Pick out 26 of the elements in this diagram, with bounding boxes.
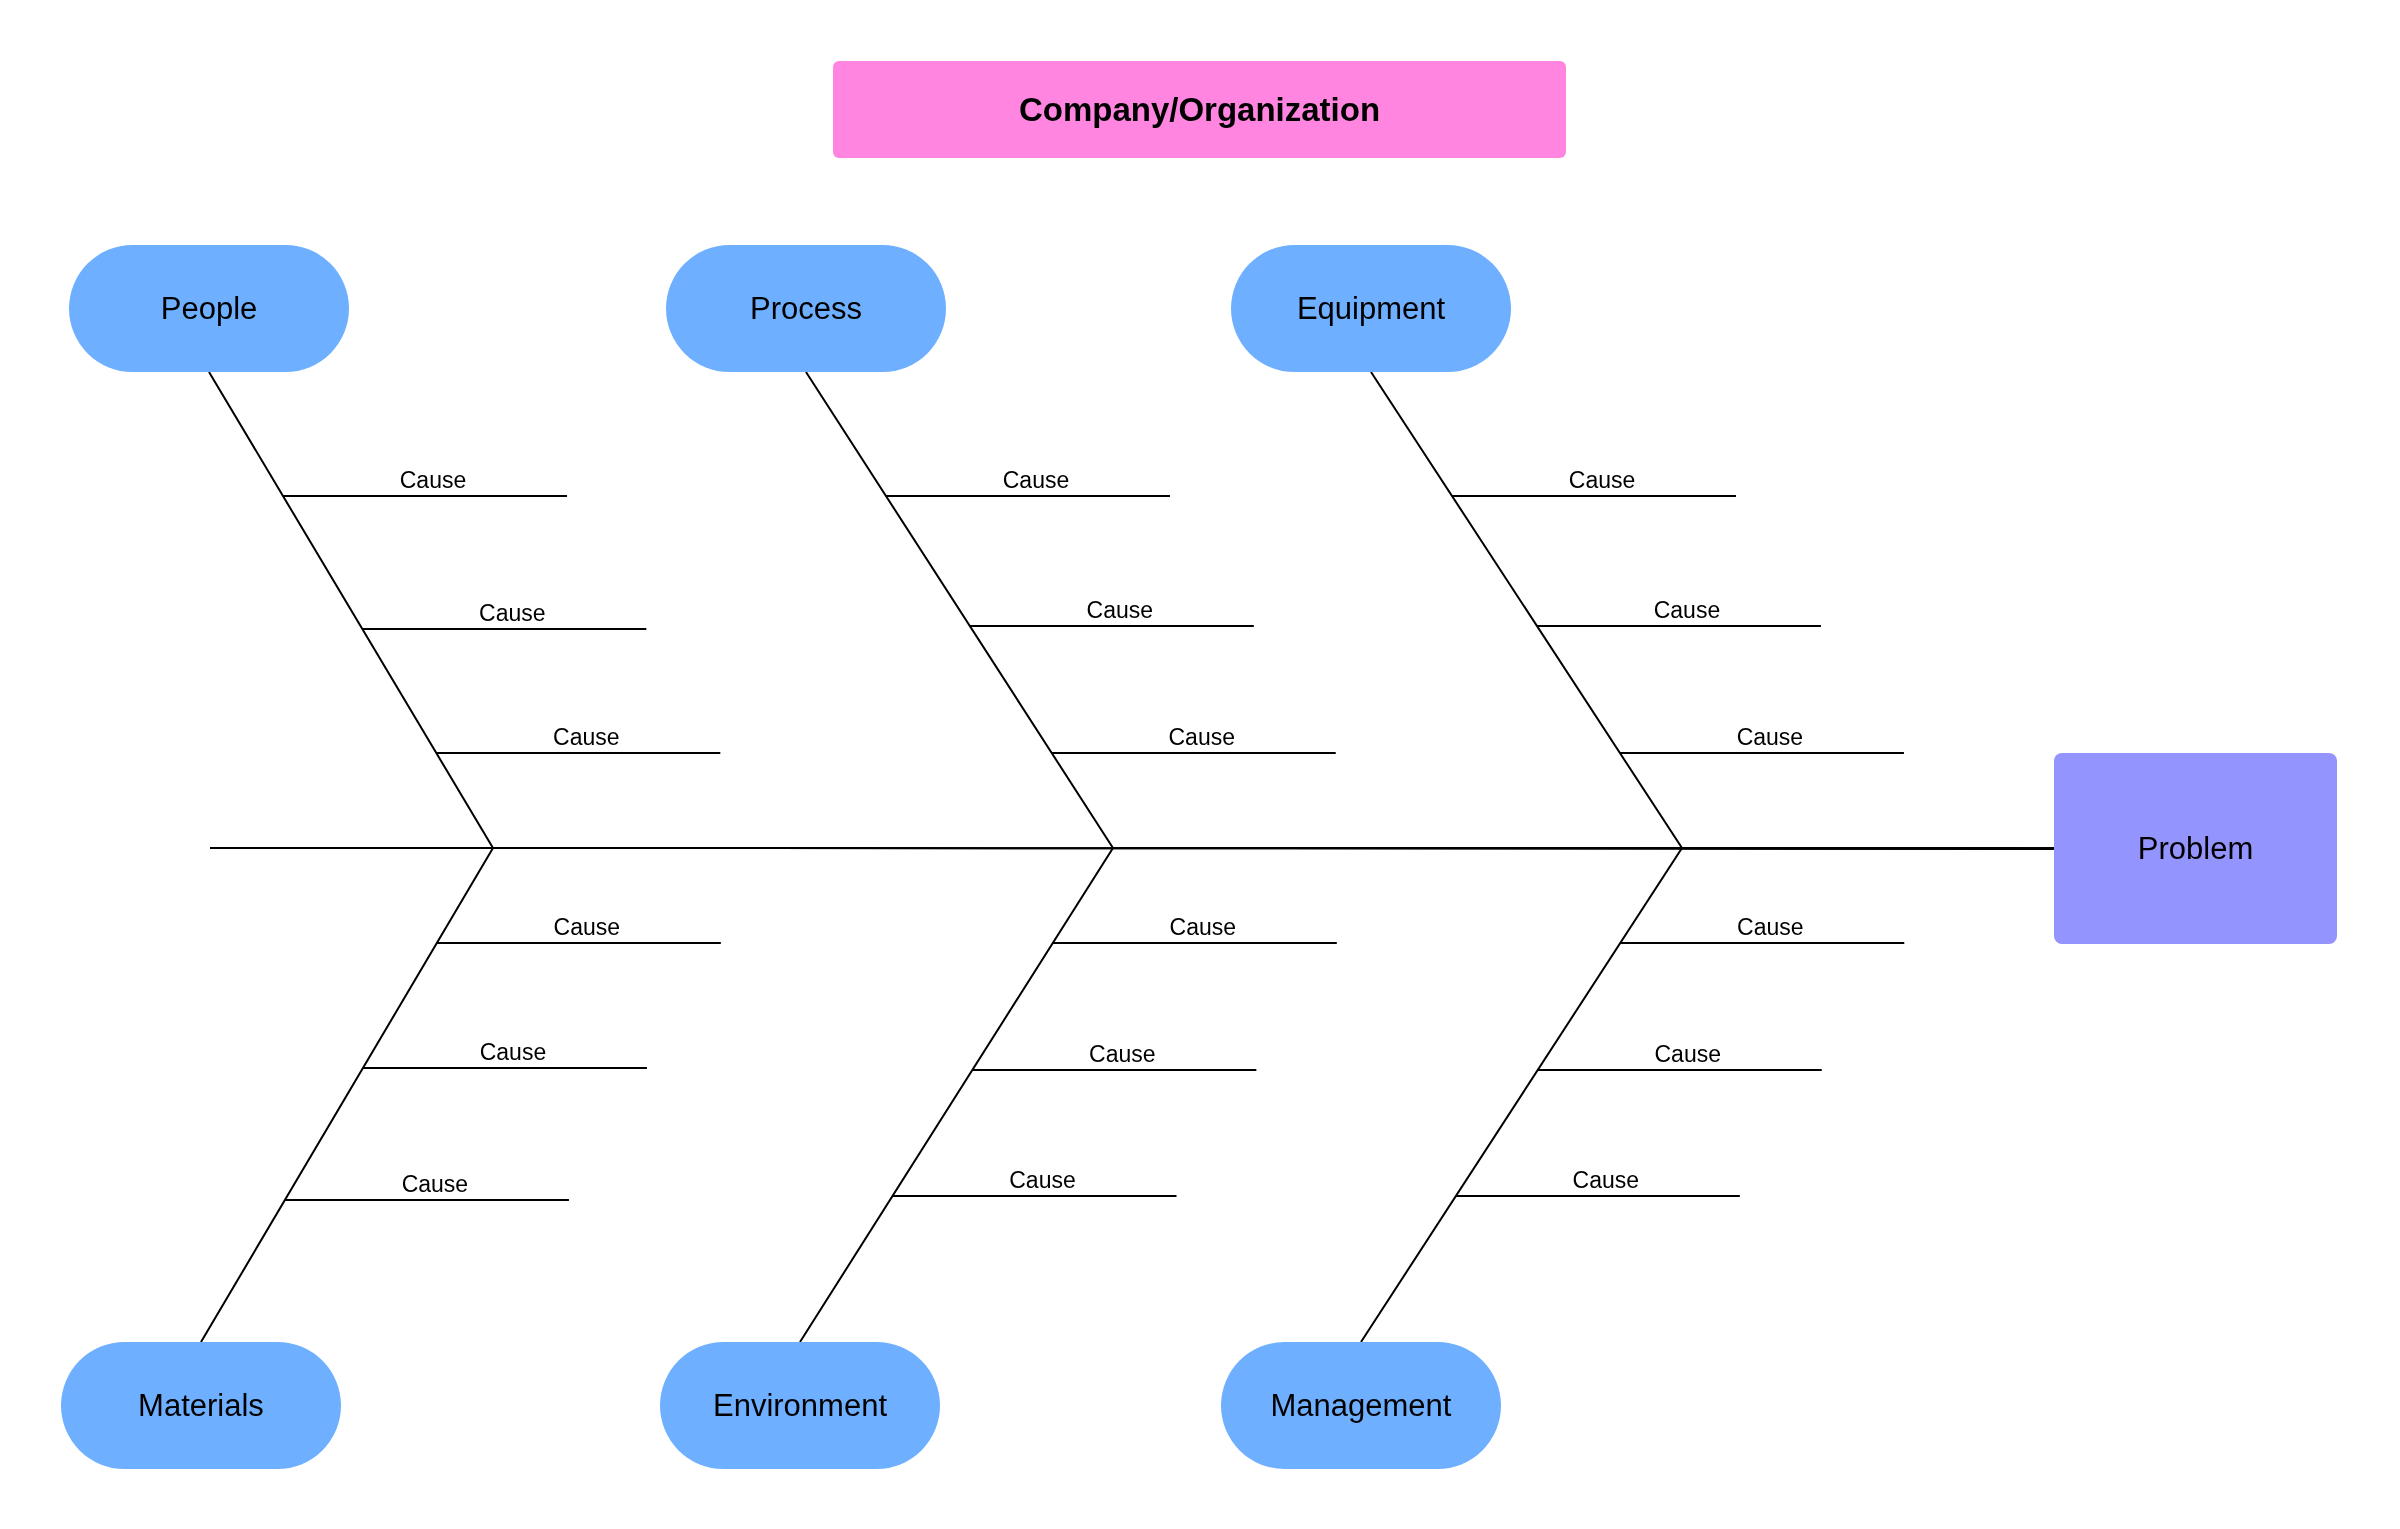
category-pill: Equipment [1231,245,1511,372]
cause-label: Cause [1009,1169,1076,1192]
cause-label: Cause [1169,916,1237,939]
cause-label: Cause [479,602,546,625]
cause-label: Cause [1572,1169,1640,1192]
cause-label: Cause [553,726,620,749]
cause-label: Cause [1654,1043,1721,1066]
problem-box: Problem [2054,753,2337,944]
cause-label: Cause [401,1173,469,1196]
category-pill: People [69,245,349,372]
category-pill: Management [1221,1342,1501,1469]
cause-label: Cause [399,469,467,492]
cause-label: Cause [1168,726,1235,749]
cause-label: Cause [1089,1043,1156,1066]
cause-label: Cause [553,916,621,939]
cause-label: Cause [1568,469,1636,492]
cause-label: Cause [1736,726,1804,749]
category-pill: Process [666,245,946,372]
cause-label: Cause [1086,599,1154,622]
cause-label: Cause [1653,599,1721,622]
cause-label: Cause [479,1041,547,1064]
cause-label: Cause [1737,916,1804,939]
title-banner: Company/Organization [833,61,1566,158]
category-pill: Environment [660,1342,940,1469]
cause-label: Cause [1002,469,1070,492]
category-pill: Materials [61,1342,341,1469]
